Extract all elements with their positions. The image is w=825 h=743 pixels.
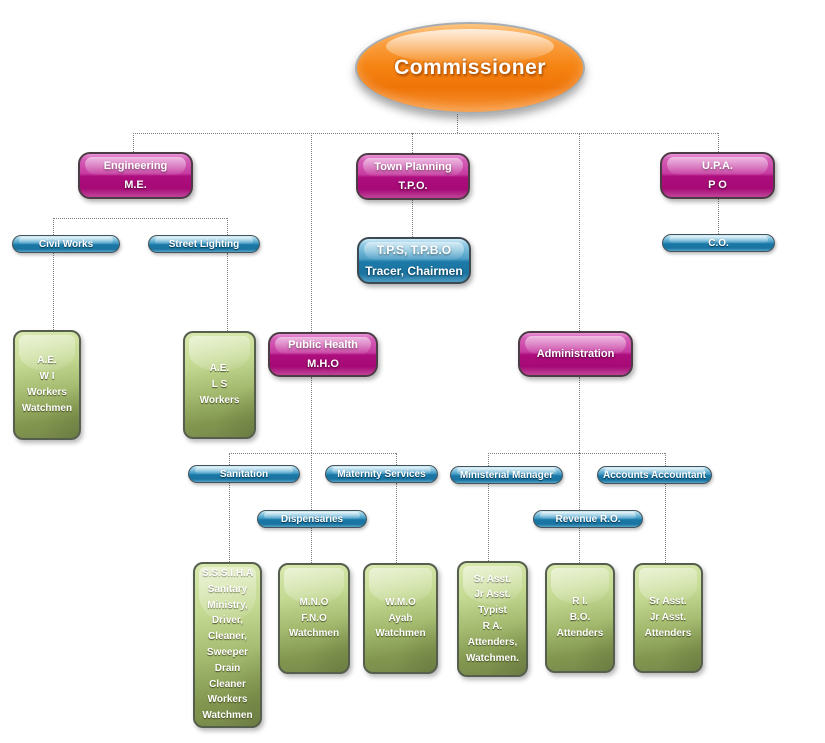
node-tps-tpbo: T.P.S, T.P.B.O Tracer, Chairmen	[357, 237, 471, 284]
connector-line	[53, 253, 54, 330]
connector-line	[133, 133, 718, 134]
connector-line	[227, 218, 228, 235]
connector-line	[718, 133, 719, 152]
connector-line	[665, 453, 666, 466]
connector-line	[579, 528, 580, 563]
node-ae-wi-workers: A.E. W I Workers Watchmen	[13, 330, 81, 440]
node-dispensaries: Dispensaries	[257, 510, 367, 528]
connector-line	[53, 218, 227, 219]
connector-line	[665, 484, 666, 563]
node-commissioner: Commissioner	[355, 22, 585, 114]
node-ae-ls-workers: A.E. L S Workers	[183, 331, 256, 439]
connector-line	[229, 453, 396, 454]
node-administration: Administration	[518, 331, 633, 377]
connector-line	[229, 483, 230, 562]
node-upa: U.P.A. P O	[660, 152, 775, 199]
node-sr-asst-typist-staff: Sr Asst. Jr Asst. Typist R A. Attenders,…	[457, 561, 528, 677]
node-town-planning: Town Planning T.P.O.	[356, 153, 470, 200]
connector-line	[133, 133, 134, 152]
connector-line	[457, 114, 458, 133]
node-mno-fno-watchmen: M.N.O F.N.O Watchmen	[278, 563, 350, 674]
node-sr-asst-attenders: Sr Asst. Jr Asst. Attenders	[633, 563, 703, 673]
connector-line	[488, 453, 489, 466]
connector-line	[396, 483, 397, 563]
connector-line	[227, 253, 228, 331]
connector-line	[718, 199, 719, 234]
connector-line	[311, 453, 312, 510]
connector-line	[579, 133, 580, 331]
connector-line	[412, 133, 413, 153]
node-sssiha-staff: S.S.S.I.H.A Sanitary Ministry, Driver, C…	[193, 562, 262, 728]
node-civil-works: Civil Works	[12, 235, 120, 253]
connector-line	[311, 528, 312, 563]
connector-line	[579, 453, 580, 510]
node-maternity-services: Maternity Services	[325, 465, 438, 483]
connector-line	[488, 453, 665, 454]
connector-line	[488, 484, 489, 561]
connector-line	[412, 200, 413, 237]
connector-line	[53, 218, 54, 235]
node-public-health: Public Health M.H.O	[268, 332, 378, 377]
node-engineering: Engineering M.E.	[78, 152, 193, 199]
connector-line	[579, 377, 580, 453]
node-sanitation: Sanitation	[188, 465, 300, 483]
node-wmo-ayah-watchmen: W.M.O Ayah Watchmen	[363, 563, 438, 674]
node-ri-bo-attenders: R I. B.O. Attenders	[545, 563, 615, 673]
node-accounts-accountant: Accounts Accountant	[597, 466, 712, 484]
connector-line	[229, 453, 230, 465]
node-ministerial-manager: Ministerial Manager	[450, 466, 563, 484]
node-street-lighting: Street Lighting	[148, 235, 260, 253]
node-co: C.O.	[662, 234, 775, 252]
connector-line	[396, 453, 397, 465]
connector-line	[311, 377, 312, 453]
connector-line	[311, 133, 312, 332]
node-revenue-ro: Revenue R.O.	[533, 510, 643, 528]
